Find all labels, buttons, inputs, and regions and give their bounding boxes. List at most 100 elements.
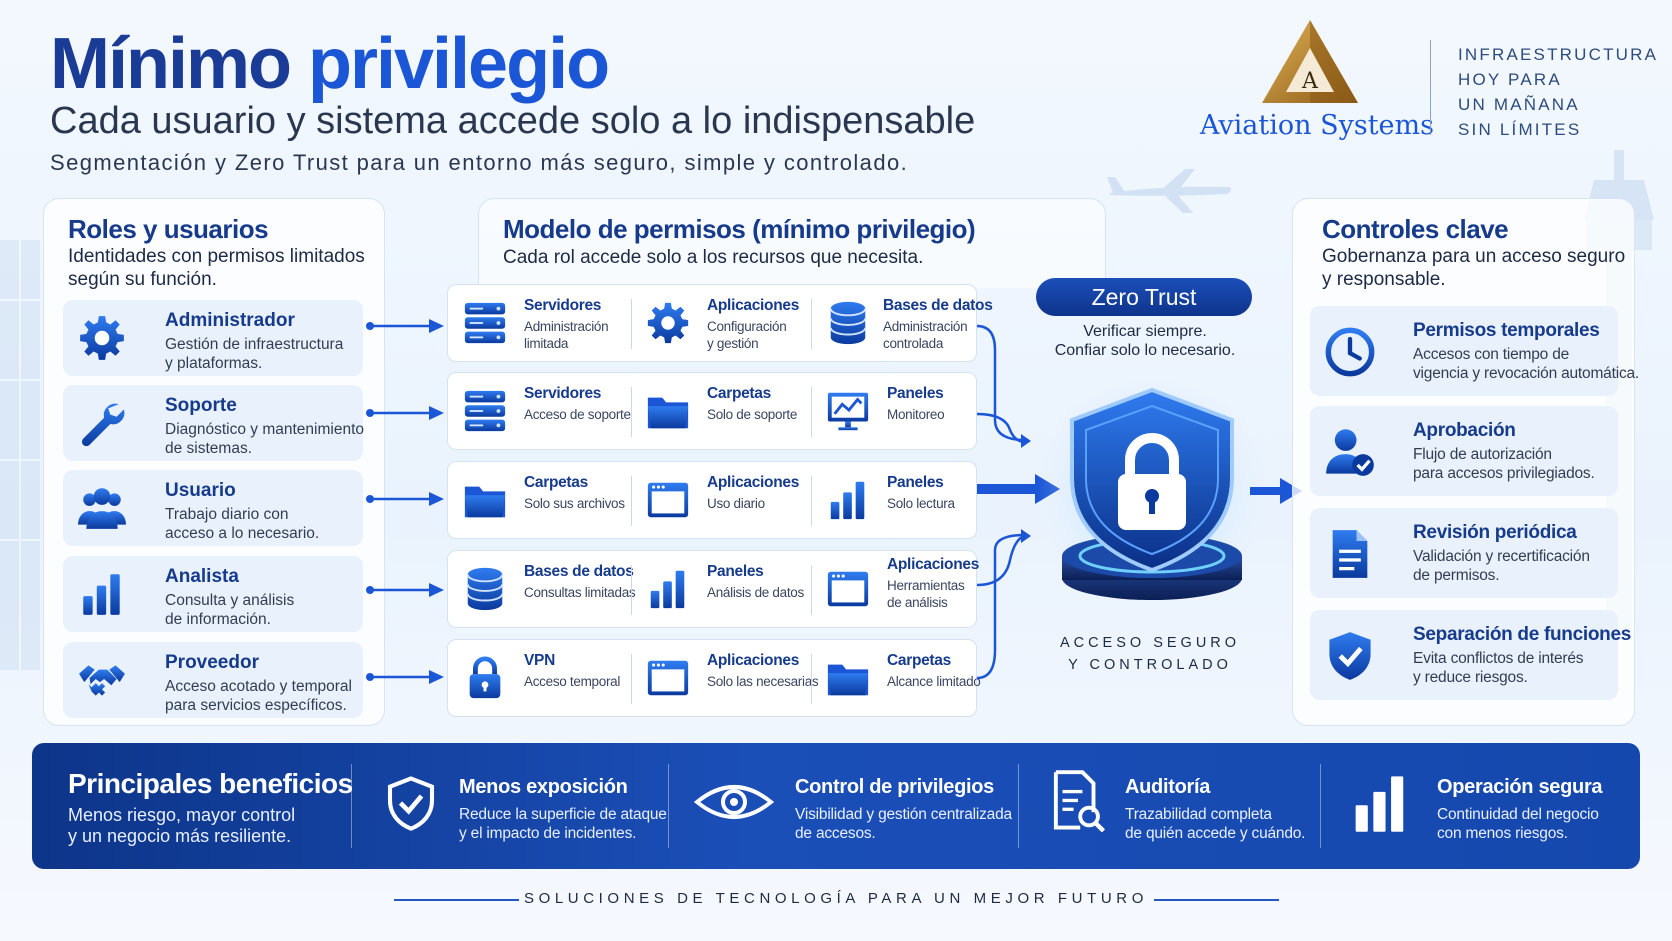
flow-arrow (365, 318, 445, 334)
divider (351, 764, 352, 848)
control-title: Permisos temporales (1413, 320, 1600, 341)
page-subtitle: Cada usuario y sistema accede solo a lo … (50, 100, 976, 142)
divider (1018, 764, 1019, 848)
permission-servidores[interactable]: Servidores Acceso de soporte (448, 373, 631, 451)
permission-desc: Acceso de soporte (524, 407, 631, 422)
benefits-title: Principales beneficios (68, 768, 353, 799)
permission-title: Bases de datos (883, 297, 993, 314)
security-shield-icon (1037, 378, 1267, 603)
divider (811, 387, 812, 437)
control-card-permisos-temporales[interactable]: Permisos temporales Accesos con tiempo d… (1310, 306, 1639, 396)
app-window-icon (825, 566, 871, 612)
divider (631, 654, 632, 704)
permission-carpetas[interactable]: Carpetas Solo sus archivos (448, 462, 631, 540)
flow-arrow (365, 669, 445, 685)
permission-title: Bases de datos (524, 563, 634, 580)
bar-chart-icon (77, 569, 127, 619)
permission-paneles[interactable]: Paneles Análisis de datos (631, 551, 811, 629)
brand-tagline-line: HOY PARA (1458, 70, 1562, 89)
permission-row-analista: Bases de datos Consultas limitadas Panel… (447, 550, 980, 629)
role-name: Administrador (165, 310, 295, 331)
divider (811, 654, 812, 704)
eye-icon (694, 785, 774, 819)
gear-icon (645, 300, 691, 346)
brand-tagline-line: UN MAÑANA (1458, 95, 1580, 114)
permission-desc: Solo lectura (887, 496, 955, 511)
brand-tagline-line: INFRAESTRUCTURA (1458, 45, 1659, 64)
database-icon (462, 566, 508, 612)
permission-carpetas[interactable]: Carpetas Solo de soporte (631, 373, 811, 451)
footer-line-left (394, 899, 519, 901)
shield-check-icon (387, 776, 435, 831)
permission-carpetas[interactable]: Carpetas Alcance limitado (811, 640, 981, 718)
permission-aplicaciones[interactable]: Aplicaciones Uso diario (631, 462, 811, 540)
permission-vpn[interactable]: VPN Acceso temporal (448, 640, 631, 718)
permission-title: Paneles (887, 385, 944, 402)
role-name: Analista (165, 566, 239, 587)
permission-title: Aplicaciones (707, 297, 800, 314)
control-title: Separación de funciones (1413, 624, 1631, 645)
permission-desc: Uso diario (707, 496, 765, 511)
divider (668, 764, 669, 848)
permission-paneles[interactable]: Paneles Monitoreo (811, 373, 978, 451)
permission-desc: Consultas limitadas (524, 585, 636, 600)
permission-title: Aplicaciones (707, 652, 800, 669)
benefit-title: Auditoría (1125, 776, 1211, 798)
role-card-administrador[interactable]: Administrador Gestión de infraestructura… (63, 300, 363, 376)
flow-arrow (365, 582, 445, 598)
permission-title: Servidores (524, 297, 602, 314)
benefit-title: Control de privilegios (795, 776, 994, 798)
permission-paneles[interactable]: Paneles Solo lectura (811, 462, 978, 540)
permission-aplicaciones[interactable]: Aplicaciones Solo las necesarias (631, 640, 819, 718)
logo-letter: A (1301, 69, 1319, 94)
flow-arrow (365, 405, 445, 421)
brand-tagline: INFRAESTRUCTURA HOY PARA UN MAÑANA SIN L… (1458, 42, 1658, 142)
permission-title: VPN (524, 652, 555, 669)
roles-subtitle: Identidades con permisos limitados según… (68, 246, 365, 290)
permission-title: Aplicaciones (887, 556, 980, 573)
permission-desc: Acceso temporal (524, 674, 621, 689)
roles-title: Roles y usuarios (68, 214, 269, 244)
divider (1320, 764, 1321, 848)
permissions-subtitle: Cada rol accede solo a los recursos que … (503, 247, 924, 268)
control-card-revision-periodica[interactable]: Revisión periódica Validación y recertif… (1310, 508, 1618, 598)
server-icon (462, 388, 508, 434)
benefits-band (32, 743, 1640, 869)
control-card-separacion-de-funciones[interactable]: Separación de funciones Evita conflictos… (1310, 610, 1631, 700)
flow-arrow (365, 491, 445, 507)
role-name: Usuario (165, 480, 236, 501)
bar-chart-icon (825, 477, 871, 523)
zero-trust-note: Verificar siempre.Confiar solo lo necesa… (1054, 323, 1236, 359)
permission-desc: Solo las necesarias (707, 674, 819, 689)
controls-title: Controles clave (1322, 214, 1509, 244)
divider (631, 299, 632, 349)
permission-title: Carpetas (707, 385, 771, 402)
brand-name: Aviation Systems (1200, 110, 1434, 141)
database-icon (825, 300, 871, 346)
permission-bases-de-datos[interactable]: Bases de datos Consultas limitadas (448, 551, 636, 629)
footer-text: SOLUCIONES DE TECNOLOGÍA PARA UN MEJOR F… (523, 890, 1148, 907)
building-background (0, 240, 40, 670)
gear-icon (77, 313, 127, 363)
